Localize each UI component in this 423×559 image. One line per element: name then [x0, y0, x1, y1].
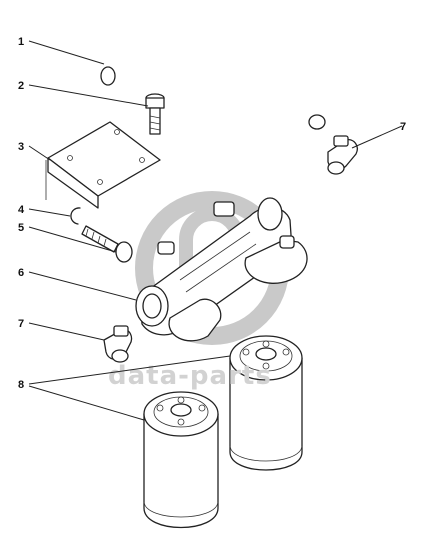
callout-5: 5 — [18, 222, 24, 234]
filter-head-part — [135, 197, 308, 342]
clip-part — [70, 207, 81, 225]
callout-4: 4 — [18, 204, 25, 216]
elbow-fitting-lower — [103, 325, 133, 363]
callout-6: 6 — [18, 267, 24, 279]
watermark-text: data-parts — [108, 361, 272, 391]
callout-3: 3 — [18, 141, 24, 153]
bolt-part — [145, 93, 165, 135]
leader-lines — [28, 40, 403, 421]
callout-7-lower: 7 — [18, 318, 24, 330]
callout-2: 2 — [18, 80, 24, 92]
elbow-fitting-upper — [327, 135, 358, 175]
filter-cartridge-rear — [229, 335, 303, 471]
filter-cartridge-front — [143, 391, 219, 529]
hose-part — [100, 33, 326, 130]
callout-1: 1 — [18, 36, 24, 48]
callout-8: 8 — [18, 379, 24, 391]
callout-7-upper: 7 — [400, 121, 406, 133]
bracket-part — [45, 121, 161, 209]
screw-part — [81, 225, 133, 263]
